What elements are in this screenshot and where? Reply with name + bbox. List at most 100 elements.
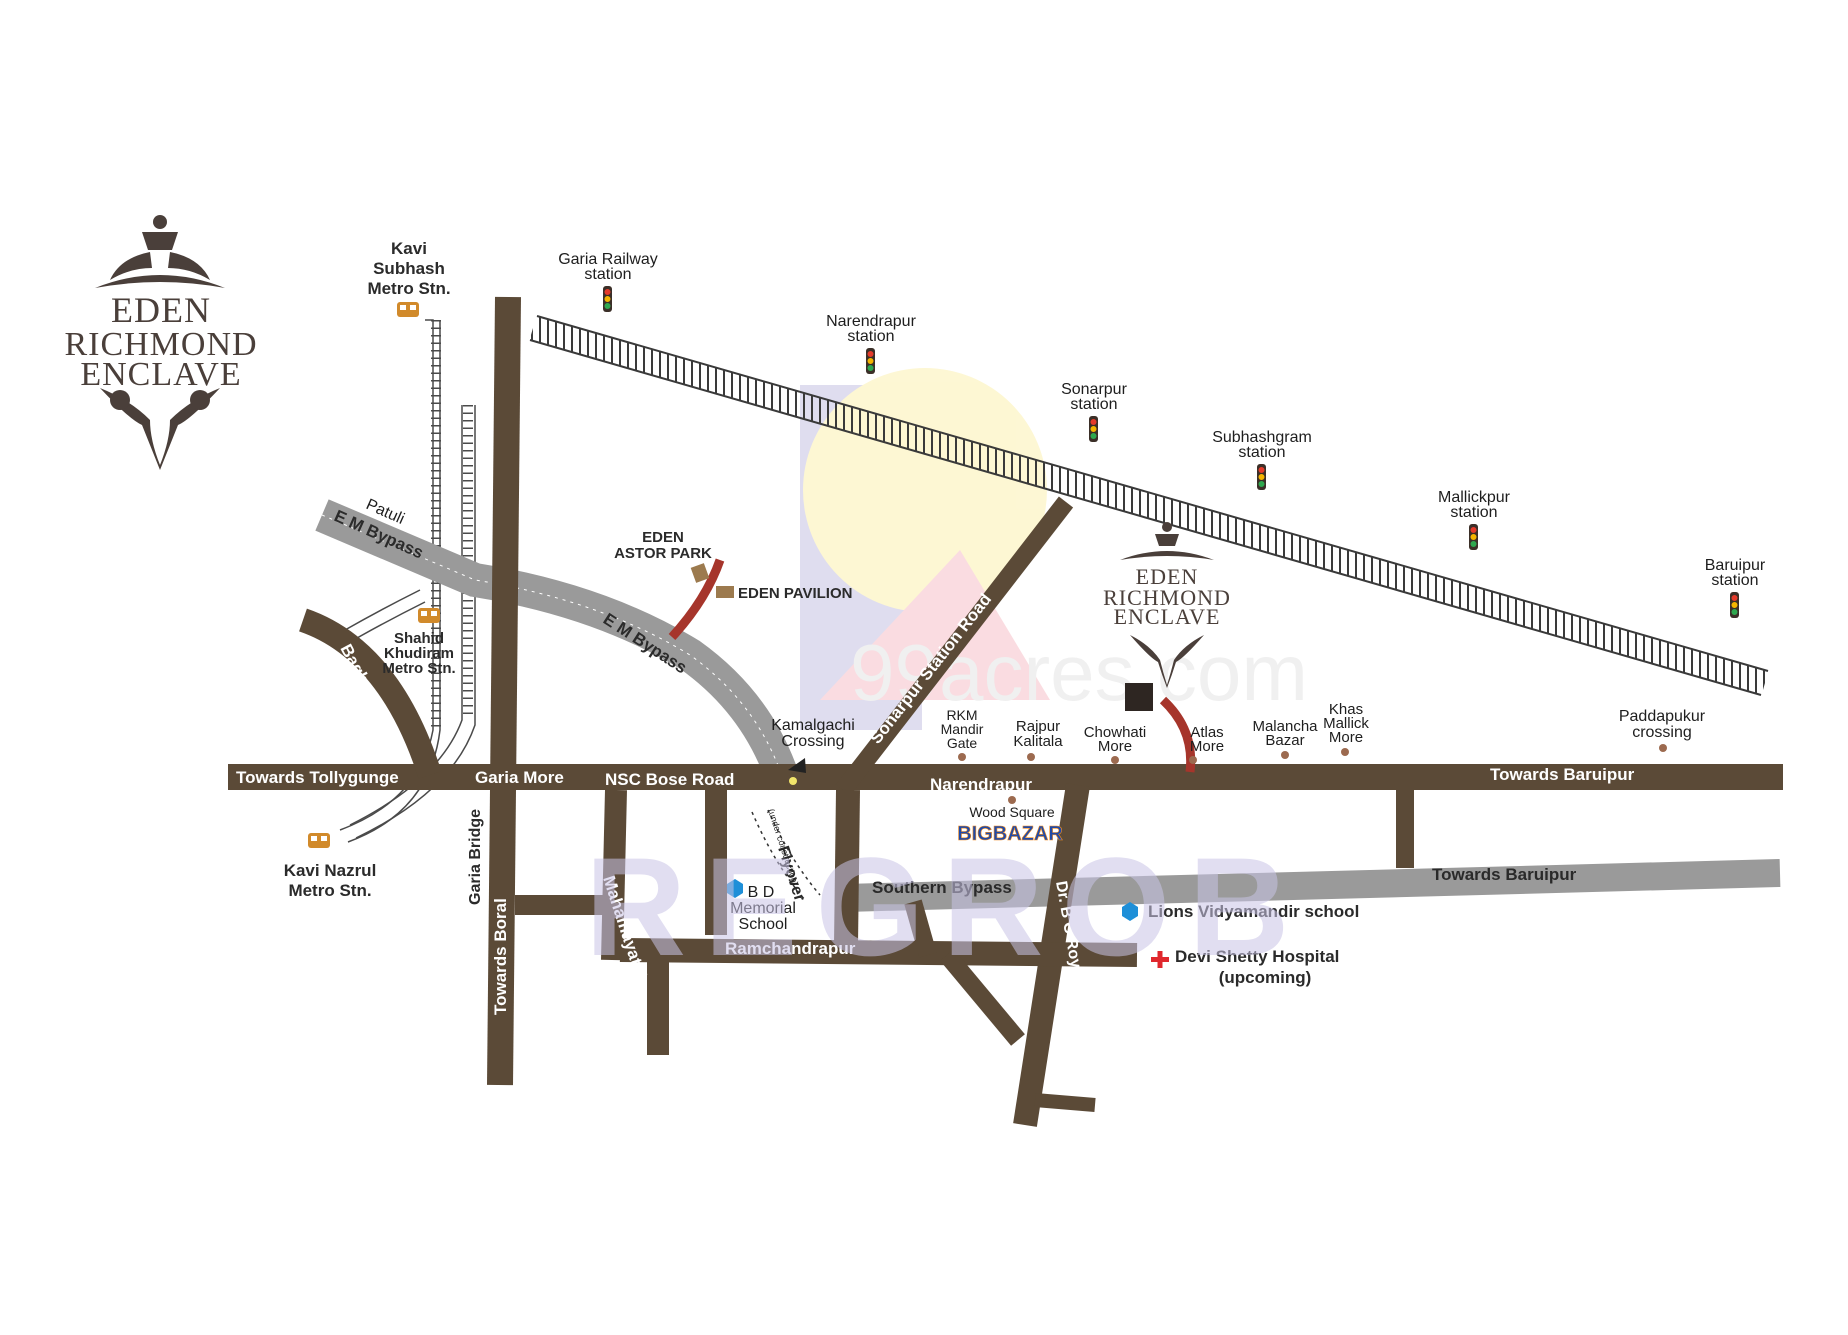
label-garia-more: Garia More [475,768,564,787]
place-eden-astor-park: EDEN ASTOR PARK [614,529,712,583]
kamalgachi-line2: Crossing [781,733,844,750]
place-lions-vidyamandir: Lions Vidyamandir school [1122,902,1359,921]
station-sonarpur-line1: Sonarpur [1061,381,1127,398]
traffic-signal-icon [1089,416,1098,442]
school-icon [1122,902,1138,921]
station-baruipur-line1: Baruipur [1705,557,1766,574]
devi-shetty-line2: (upcoming) [1219,968,1312,987]
kamalgachi-line1: Kamalgachi [771,717,855,734]
place-bd-memorial-school: B D Memorial School [727,879,796,933]
eden-astor-line2: ASTOR PARK [614,545,712,562]
label-towards-tollygunge: Towards Tollygunge [236,768,399,787]
metro-kavi-subhash-line2: Subhash [373,259,445,278]
bd-line2: Memorial [730,900,796,917]
paddapukur-line2: crossing [1632,724,1692,741]
station-subhashgram-line2: station [1238,444,1285,461]
railway-line [529,315,1769,696]
place-chowhati-more: Chowhati More [1084,724,1147,764]
label-ramchandrapur: Ramchandrapur [725,939,856,958]
station-mallickpur-line2: station [1450,504,1497,521]
place-kamalgachi-crossing: Kamalgachi Crossing [771,717,855,785]
station-narendrapur: Narendrapur station [826,313,917,374]
place-rajpur-kalitala: Rajpur Kalitala [1013,718,1063,761]
eden-pavilion-label: EDEN PAVILION [738,585,852,602]
station-garia-line1: Garia Railway [558,251,658,268]
traffic-signal-icon [1469,524,1478,550]
station-subhashgram-line1: Subhashgram [1212,429,1312,446]
rkm-line1: RKM [946,707,977,723]
rajpur-line2: Kalitala [1013,733,1063,750]
project-access-roads [668,558,1196,773]
southern-bypass-road [844,859,1781,912]
station-narendrapur-line1: Narendrapur [826,313,917,330]
metro-kavi-subhash-line1: Kavi [391,239,427,258]
project-marker: EDEN RICHMOND ENCLAVE [1103,522,1231,711]
brand-line-1: EDEN [111,290,211,330]
place-eden-pavilion: EDEN PAVILION [716,585,852,602]
place-malancha-bazar: Malancha Bazar [1252,718,1318,759]
station-garia-line2: station [584,266,631,283]
chowhati-line2: More [1098,738,1132,755]
khas-line2: Mallick [1323,715,1369,732]
label-towards-boral: Towards Boral [491,898,510,1015]
station-mallickpur-line1: Mallickpur [1438,489,1511,506]
label-garia-bridge: Garia Bridge [467,809,484,905]
traffic-signal-icon [603,286,612,312]
chowhati-line1: Chowhati [1084,724,1147,741]
metro-kavi-nazrul-line1: Kavi Nazrul [284,861,377,880]
malancha-line2: Bazar [1265,732,1304,749]
road-network [228,296,1783,1127]
metro-train-icon [418,608,440,623]
place-khas-mallick-more: Khas Mallick More [1323,701,1369,756]
brand-line-2: RICHMOND [64,326,257,363]
metro-line [339,319,476,843]
watermark-regrob: REGROB [585,828,1307,985]
place-big-bazar: Wood Square BIGBAZAR [957,796,1064,845]
big-bazar-logo: BIGBAZAR [957,823,1063,845]
metro-shahid-line1: Shahid [394,630,444,647]
station-baruipur-line2: station [1711,572,1758,589]
metro-kavi-nazrul: Kavi Nazrul Metro Stn. [284,833,377,900]
school-icon [727,879,743,898]
rkm-line3: Gate [947,735,978,751]
eden-astor-line1: EDEN [642,529,684,546]
khas-line1: Khas [1329,701,1363,718]
place-devi-shetty-hospital: Devi Shetty Hospital (upcoming) [1151,947,1339,987]
devi-shetty-line1: Devi Shetty Hospital [1175,947,1339,966]
metro-kavi-subhash: Kavi Subhash Metro Stn. [367,239,451,317]
malancha-line1: Malancha [1252,718,1318,735]
hospital-cross-icon [1151,951,1169,968]
place-atlas-more: Atlas More [1189,724,1224,764]
metro-kavi-subhash-line3: Metro Stn. [367,279,450,298]
bd-line1: B D [748,884,775,901]
traffic-signal-icon [1730,592,1739,618]
khas-line3: More [1329,729,1363,746]
metro-shahid-khudiram: Shahid Khudiram Metro Stn. [382,608,456,677]
project-line-2: RICHMOND [1103,585,1231,610]
station-mallickpur: Mallickpur station [1438,489,1511,550]
atlas-line1: Atlas [1190,724,1223,741]
metro-train-icon [397,302,419,317]
label-narendrapur-road: Narendrapur [930,775,1032,794]
metro-shahid-line2: Khudiram [384,645,454,662]
place-paddapukur-crossing: Paddapukur crossing [1619,708,1706,752]
traffic-signal-icon [866,348,875,374]
label-southern-bypass: Southern Bypass [872,878,1012,897]
station-narendrapur-line2: station [847,328,894,345]
wood-square-label: Wood Square [969,804,1055,820]
project-line-1: EDEN [1136,564,1199,589]
place-rkm-mandir-gate: RKM Mandir Gate [941,707,984,761]
metro-kavi-nazrul-line2: Metro Stn. [288,881,371,900]
rkm-line2: Mandir [941,721,984,737]
bd-line3: School [739,916,788,933]
label-towards-baruipur-1: Towards Baruipur [1490,765,1635,784]
station-sonarpur: Sonarpur station [1061,381,1128,442]
project-line-3: ENCLAVE [1114,604,1221,629]
label-nsc-bose-road: NSC Bose Road [605,770,734,789]
crest-icon [95,215,225,470]
lions-label: Lions Vidyamandir school [1148,902,1359,921]
crest-icon [1120,522,1214,688]
station-subhashgram: Subhashgram station [1212,429,1312,490]
traffic-signal-icon [1257,464,1266,490]
